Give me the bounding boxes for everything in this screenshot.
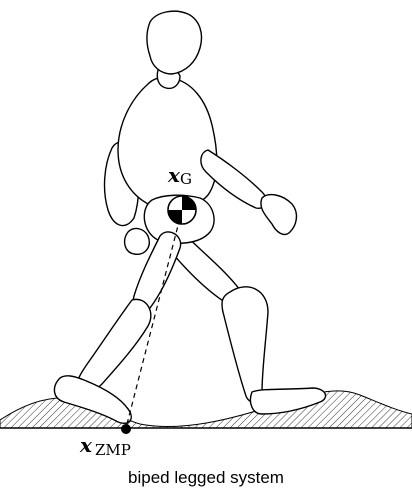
center-of-mass-marker [167,195,197,225]
front-upper-arm [200,149,267,209]
back-foot [249,387,327,415]
head [146,10,203,75]
torso [117,76,218,210]
figure-caption: biped legged system [128,468,284,487]
front-hand [260,193,298,236]
back-shin [221,286,269,403]
com-label: xG [167,163,192,188]
front-foot [53,375,132,424]
zmp-point [121,424,131,434]
back-hand [123,227,150,255]
com-zmp-dashed-line [125,209,183,429]
front-shin [76,298,152,394]
